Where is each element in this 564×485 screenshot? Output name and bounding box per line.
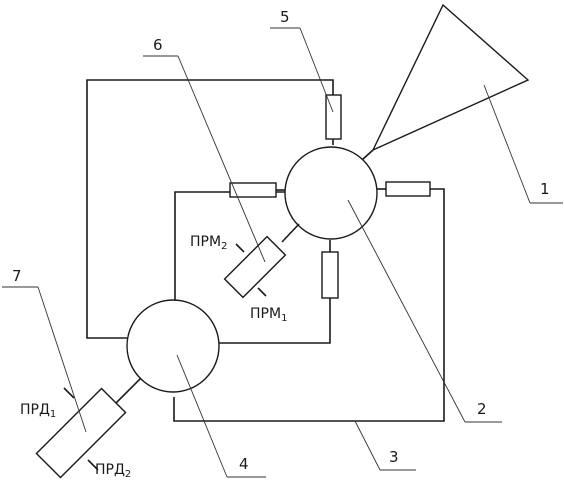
label-prd1: ПРД1 <box>20 402 56 420</box>
callout-1: 1 <box>540 180 550 198</box>
label-prd2-base: ПРД <box>95 462 125 478</box>
label-prm1: ПРМ1 <box>250 306 287 324</box>
leader-2 <box>347 199 466 423</box>
circulator-4 <box>126 299 220 393</box>
callout-4: 4 <box>239 455 249 473</box>
leader-7 <box>37 286 87 433</box>
leader-4 <box>176 354 228 478</box>
callout-5: 5 <box>280 8 290 26</box>
leader-1 <box>483 84 531 204</box>
right-loop-wire <box>173 188 445 422</box>
label-prm2-base: ПРМ <box>190 234 221 250</box>
circulator-2 <box>284 146 378 240</box>
outer-loop-wire <box>86 79 334 339</box>
leader-5 <box>299 27 334 113</box>
label-prd2-sub: 2 <box>125 469 131 480</box>
label-prm2: ПРМ2 <box>190 234 227 252</box>
callout-2: 2 <box>477 400 487 418</box>
antenna-horn <box>371 3 530 152</box>
resistor-left <box>229 182 277 198</box>
receiver-output-prm2 <box>235 243 245 253</box>
receiver-feed <box>281 223 300 243</box>
leader-3 <box>354 420 381 471</box>
callout-7: 7 <box>12 267 22 285</box>
transmitter-block <box>35 387 127 479</box>
antenna-feed <box>361 149 374 161</box>
label-prm1-sub: 1 <box>281 313 287 324</box>
resistor-right <box>385 181 431 197</box>
label-prm2-sub: 2 <box>221 241 227 252</box>
label-prd2: ПРД2 <box>95 462 131 480</box>
receiver-output-prm1 <box>257 287 267 297</box>
resistor-bottom <box>321 251 339 299</box>
label-prd1-sub: 1 <box>50 409 56 420</box>
lower-connection-wire <box>218 298 331 344</box>
label-prm1-base: ПРМ <box>250 306 281 322</box>
resistor-top <box>325 94 342 140</box>
callout-6: 6 <box>153 36 163 54</box>
callout-3: 3 <box>389 448 399 466</box>
receiver-block <box>223 235 287 299</box>
leader-6 <box>177 55 266 263</box>
transmitter-output-prd1 <box>63 387 75 399</box>
label-prd1-base: ПРД <box>20 402 50 418</box>
transmitter-output-prd2 <box>87 459 99 471</box>
